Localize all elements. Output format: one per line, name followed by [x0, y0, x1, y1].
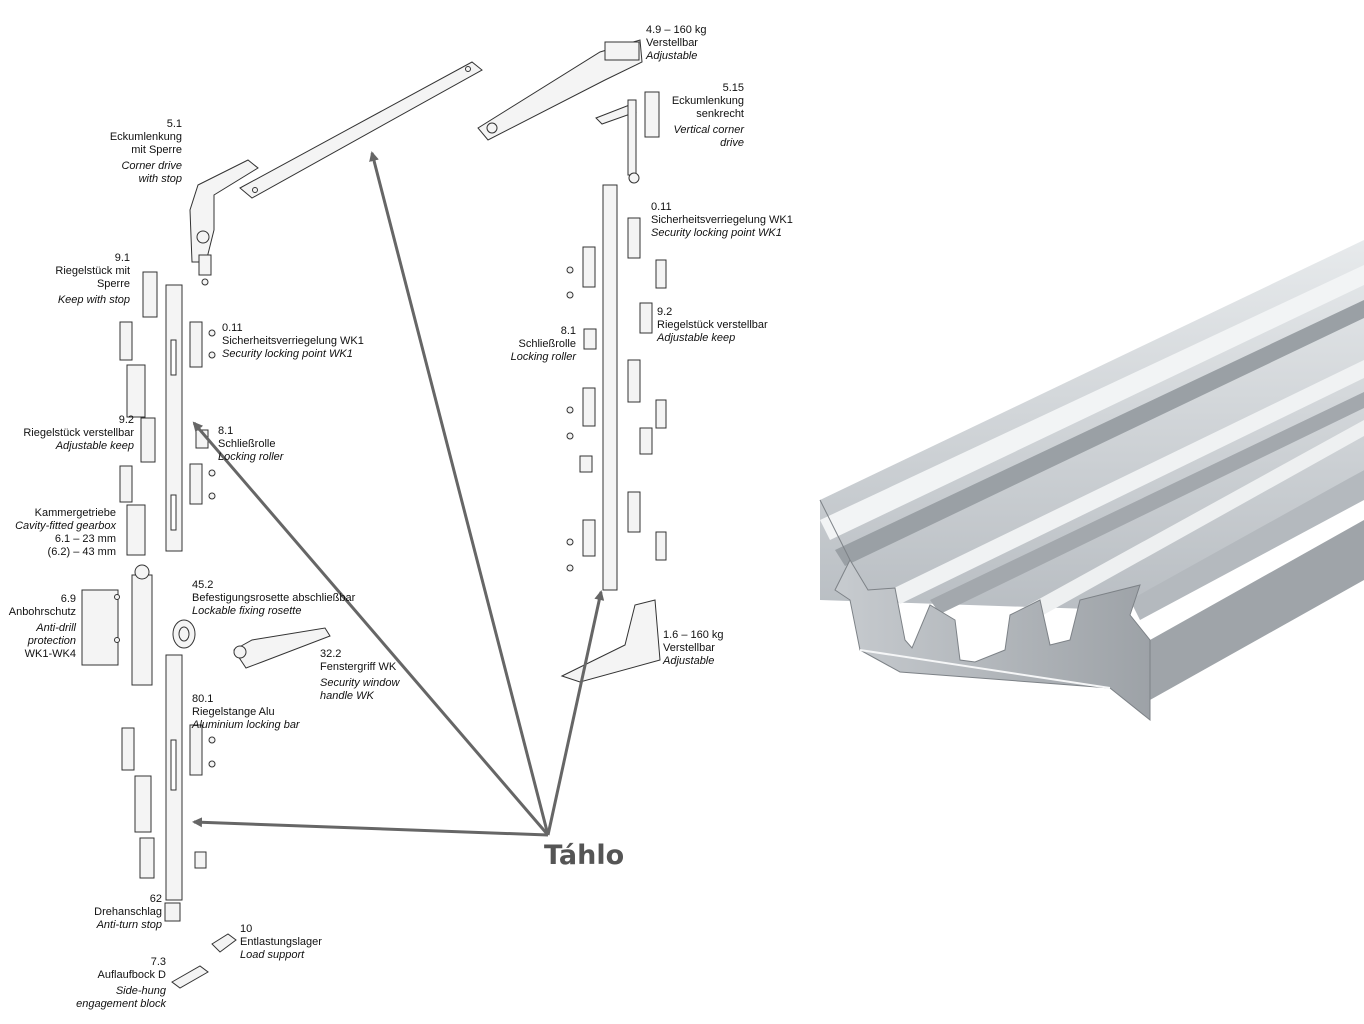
arrows [192, 151, 605, 837]
right-vertical-bar [602, 184, 618, 591]
gearbox-part [131, 574, 153, 686]
right-hardware-assembly [477, 39, 667, 683]
arrow-to-upper-bar [192, 421, 550, 836]
left-hardware-assembly [81, 61, 483, 989]
window-handle-part [233, 627, 331, 669]
profile-cross-section [819, 499, 1151, 722]
main-label-tahlo: Táhlo [544, 840, 625, 871]
aluminium-profile-photo [819, 240, 1364, 722]
arrow-to-right-bar [546, 590, 605, 836]
stay-arm-bottom [560, 599, 661, 683]
stay-arm-top [477, 39, 643, 141]
arrow-to-lower-bar [192, 817, 549, 837]
top-locking-bar [239, 61, 483, 199]
upper-vertical-bar [165, 284, 183, 552]
arrow-to-top-bar [369, 151, 550, 836]
corner-drive-part [189, 159, 259, 286]
